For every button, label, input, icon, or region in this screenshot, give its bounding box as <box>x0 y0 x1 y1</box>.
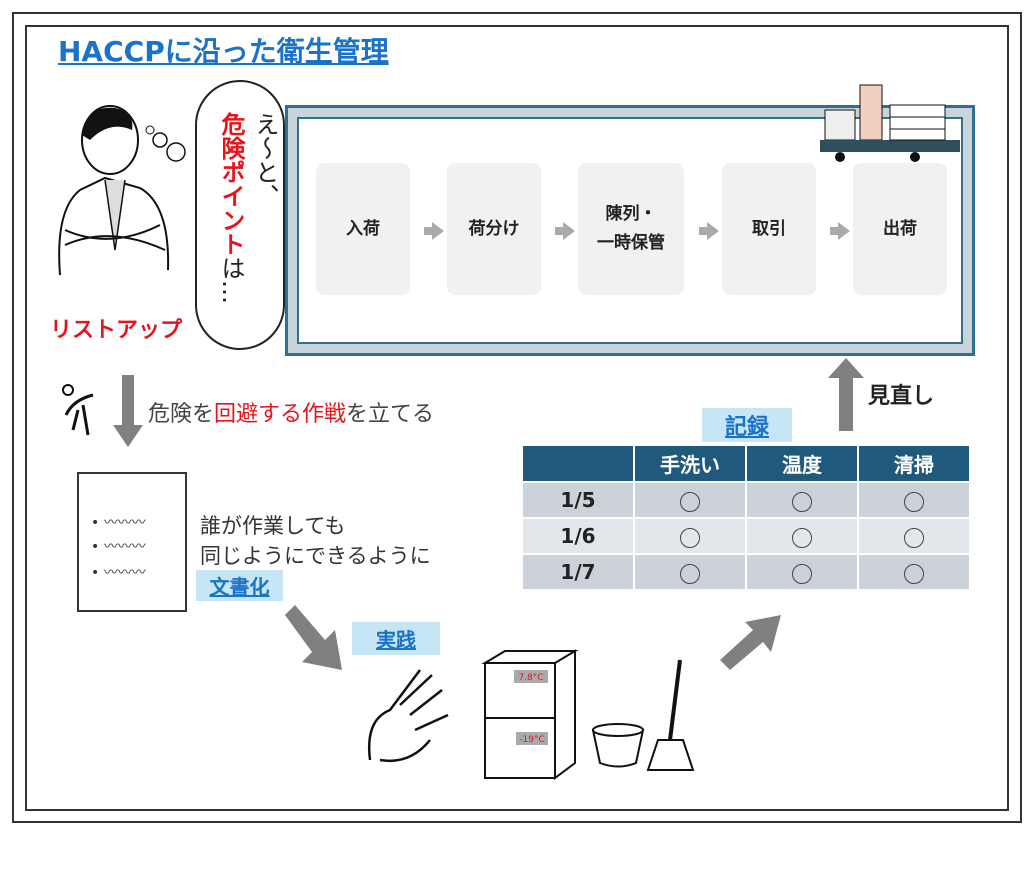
header-temperature: 温度 <box>747 446 857 481</box>
step-shipping: 出荷 <box>853 163 947 295</box>
forklift-cart-illustration <box>820 84 960 162</box>
arrow-up-icon <box>828 358 864 431</box>
table-row: 1/6 <box>523 519 969 553</box>
table-row: 1/5 <box>523 483 969 517</box>
step-arrival: 入荷 <box>316 163 410 295</box>
fridge-top-temp: 7.8°C <box>518 673 543 683</box>
record-label: 記録 <box>702 408 792 442</box>
check-mark <box>747 483 857 517</box>
check-mark <box>747 555 857 589</box>
step-transaction: 取引 <box>722 163 816 295</box>
check-mark <box>859 555 969 589</box>
thought-text-1: え〜と、 <box>251 112 279 208</box>
thought-text-2: 危険ポイントは… <box>214 112 249 304</box>
check-mark <box>635 555 745 589</box>
check-mark <box>859 519 969 553</box>
strategy-pre: 危険を <box>148 402 215 427</box>
step-display-storage: 陳列・ 一時保管 <box>578 163 684 295</box>
arrow-right-icon <box>830 222 850 240</box>
row-date: 1/7 <box>523 555 633 589</box>
refrigerator-icon: 7.8°C -19°C <box>481 649 579 780</box>
strategy-text: 危険を回避する作戦を立てる <box>148 396 434 428</box>
practice-label: 実践 <box>352 622 440 655</box>
strategy-highlight: 回避する作戦 <box>214 402 347 427</box>
arrow-up-right-icon <box>720 615 781 670</box>
header-handwash: 手洗い <box>635 446 745 481</box>
listup-label: リストアップ <box>50 318 183 343</box>
kick-figure-and-down-arrow-icon <box>62 375 143 447</box>
bucket-and-broom-icon <box>591 659 695 771</box>
table-row: 1/7 <box>523 555 969 589</box>
row-date: 1/5 <box>523 483 633 517</box>
thinking-man-illustration <box>58 105 186 276</box>
check-mark <box>859 483 969 517</box>
header-cleaning: 清掃 <box>859 446 969 481</box>
thought-bubble <box>195 80 285 350</box>
documentation-label: 文書化 <box>196 570 283 601</box>
document-icon: • 〰〰〰 • 〰〰〰 • 〰〰〰 <box>77 472 187 612</box>
table-header-row: 手洗い 温度 清掃 <box>523 446 969 481</box>
row-date: 1/6 <box>523 519 633 553</box>
check-mark <box>635 519 745 553</box>
thought-text-rest: は… <box>217 256 245 304</box>
review-label: 見直し <box>868 384 935 409</box>
arrow-right-icon <box>555 222 575 240</box>
header-empty <box>523 446 633 481</box>
danger-point-text: 危険ポイント <box>217 112 245 256</box>
outer-border <box>12 12 1022 823</box>
record-table: 手洗い 温度 清掃 1/5 1/6 1/7 <box>521 444 971 591</box>
fridge-bottom-temp: -19°C <box>519 735 544 745</box>
document-text-2: 同じようにできるように <box>200 544 431 568</box>
inner-border <box>25 25 1009 811</box>
check-mark <box>747 519 857 553</box>
hands-icon <box>367 669 449 763</box>
arrow-down-right-icon <box>285 605 342 670</box>
arrow-right-icon <box>699 222 719 240</box>
strategy-post: を立てる <box>346 402 435 427</box>
step-sorting: 荷分け <box>447 163 541 295</box>
page-title: HACCPに沿った衛生管理 <box>58 35 389 68</box>
check-mark <box>635 483 745 517</box>
arrow-right-icon <box>424 222 444 240</box>
document-text-1: 誰が作業しても <box>200 514 346 538</box>
